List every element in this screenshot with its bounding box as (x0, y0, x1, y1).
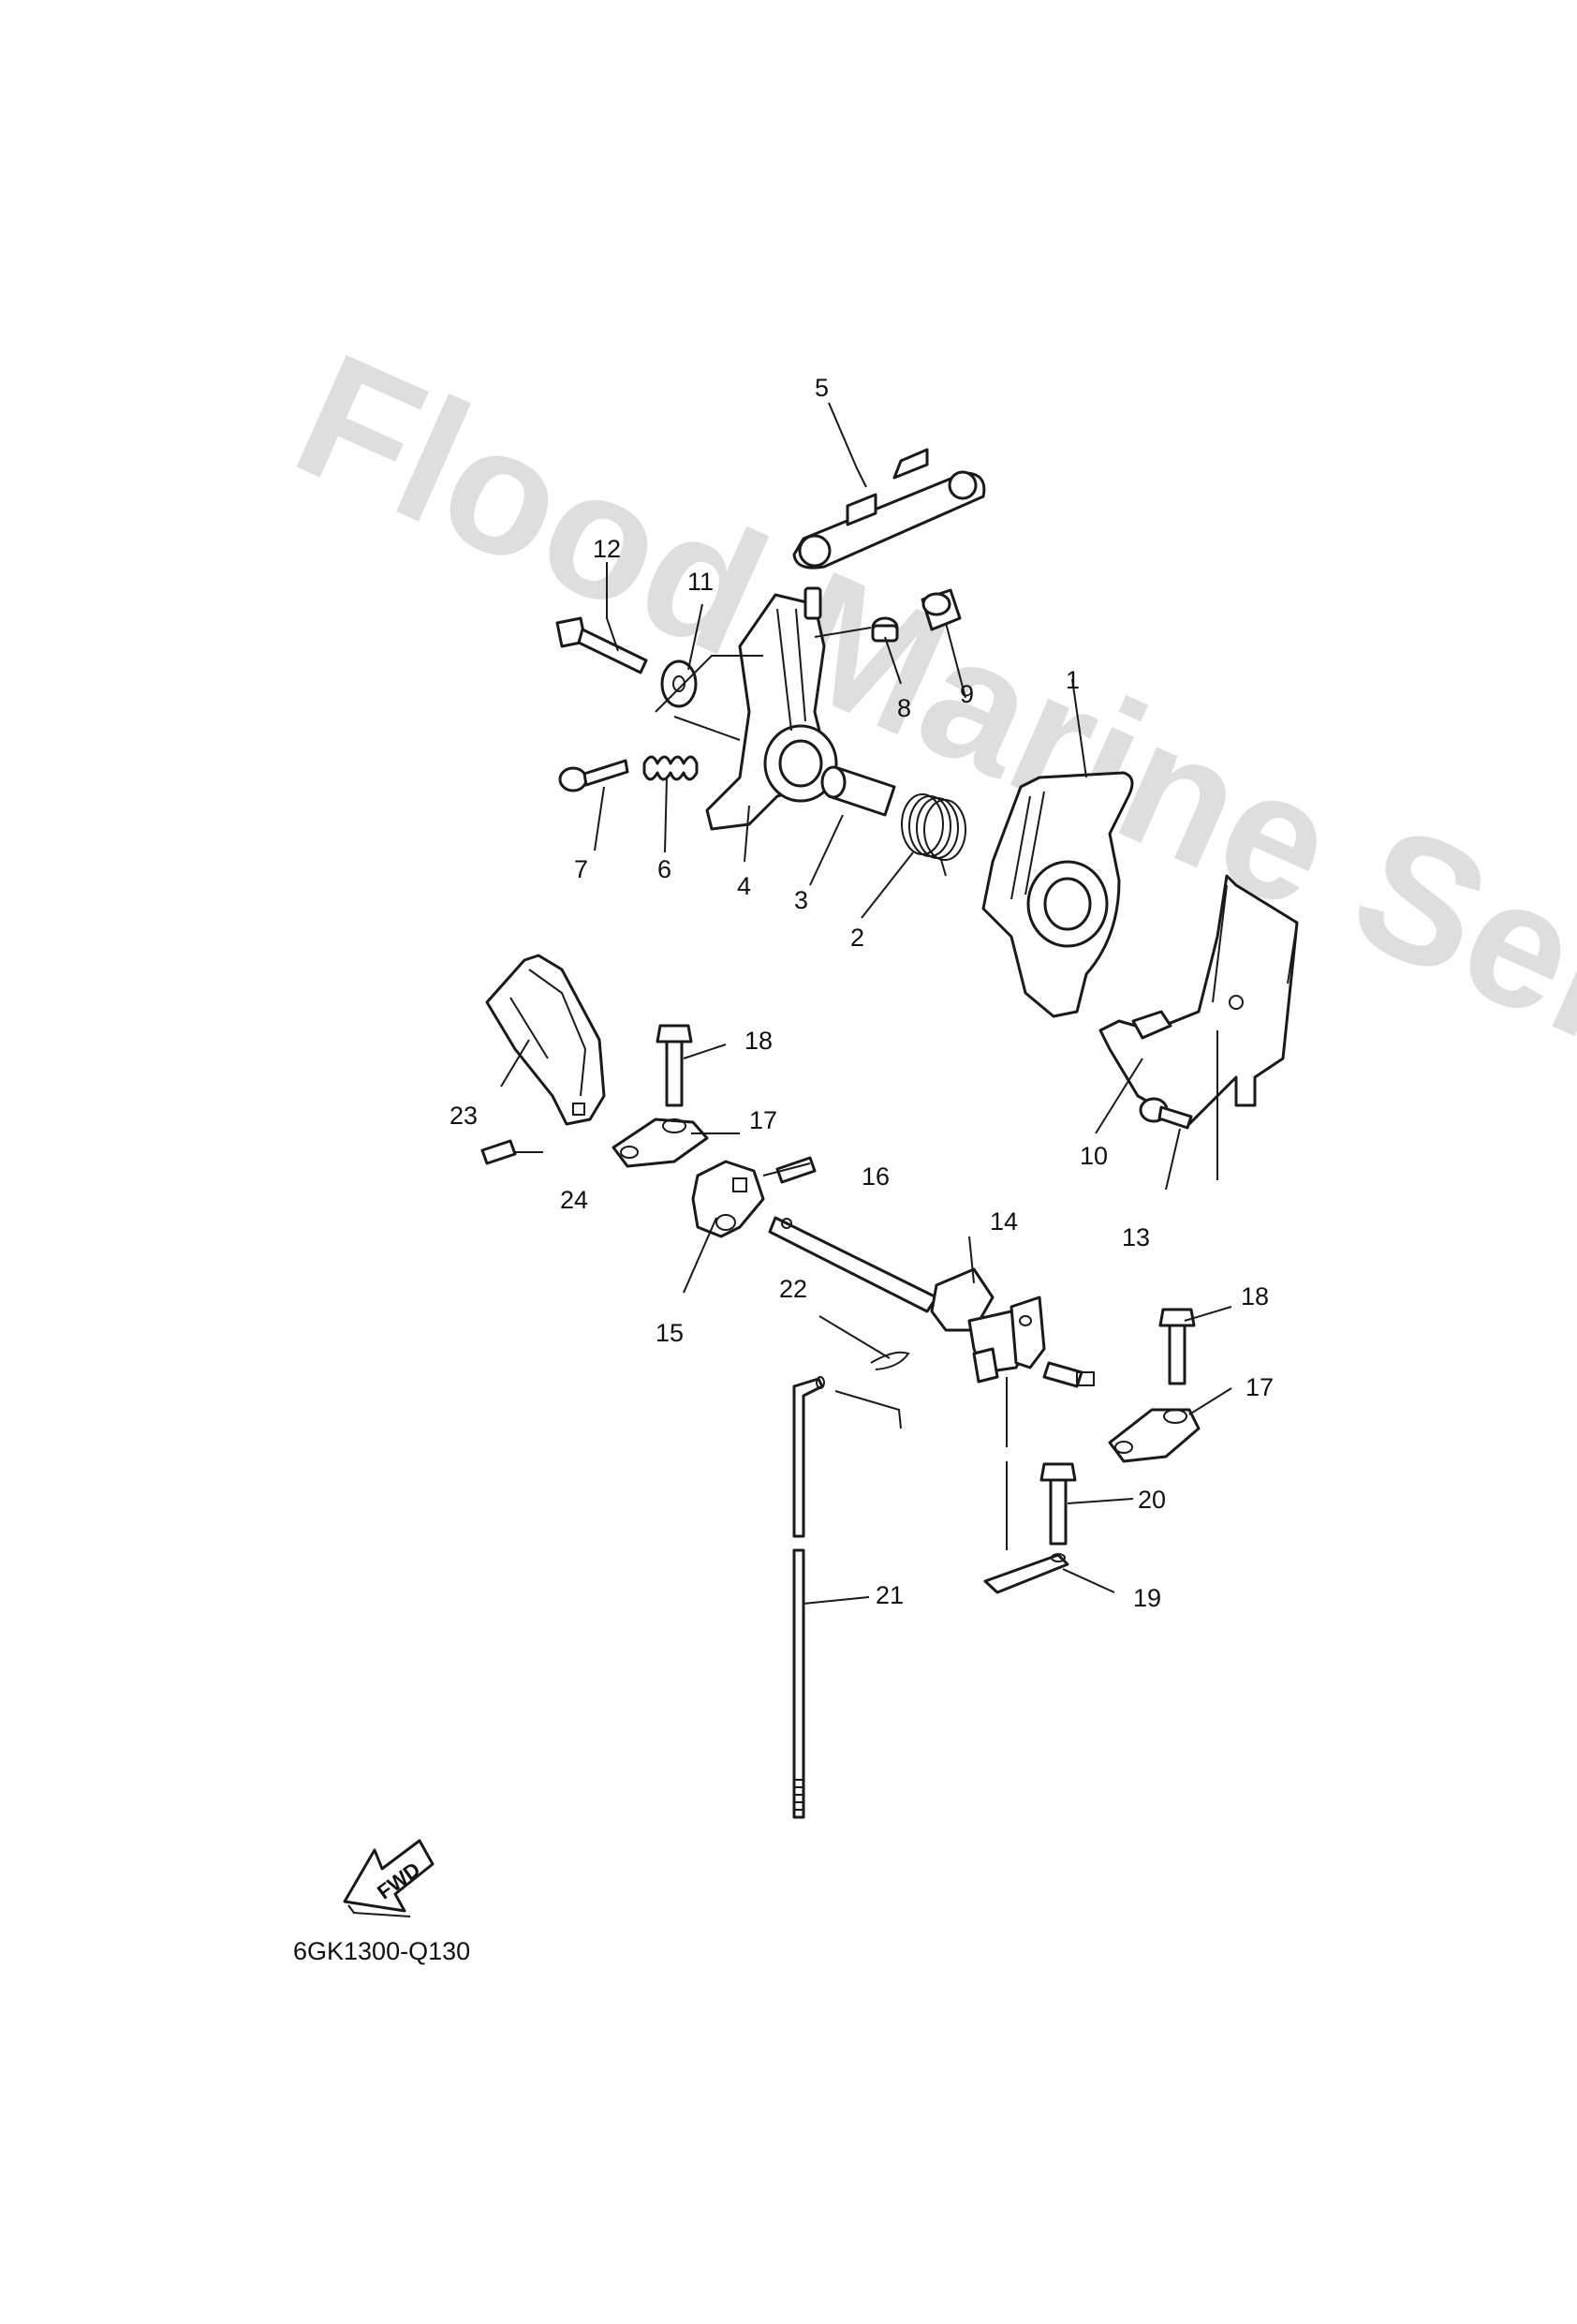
part-19-plate (983, 1553, 1069, 1594)
callout-17-right: 17 (1245, 1373, 1274, 1401)
part-3-sleeve (820, 765, 896, 817)
callout-23: 23 (450, 1102, 478, 1130)
part-18-bolt-right (1158, 1308, 1196, 1385)
part-14-shift-shaft (768, 1216, 1095, 1388)
callout-8: 8 (897, 694, 911, 722)
part-8-collar (871, 616, 899, 643)
part-1-lever-housing (981, 771, 1134, 1018)
callout-11: 11 (687, 568, 714, 596)
part-24-pin (480, 1139, 517, 1165)
part-6-spring (642, 755, 699, 781)
part-21-rod (792, 1376, 825, 1819)
part-23-bracket (485, 954, 606, 1126)
part-17-clamp-right (1108, 1408, 1201, 1463)
callout-1: 1 (1066, 666, 1080, 694)
part-13-bolt (1139, 1097, 1193, 1130)
callout-6: 6 (657, 855, 671, 883)
callout-5: 5 (815, 374, 829, 402)
part-2-torsion-spring (901, 793, 966, 877)
part-11-washer (660, 659, 698, 708)
callout-4: 4 (737, 872, 751, 900)
callout-21: 21 (876, 1581, 904, 1609)
fwd-arrow-icon: FWD (343, 1839, 435, 1917)
callout-16: 16 (862, 1162, 890, 1191)
diagram-code: 6GK1300-Q130 (293, 1937, 470, 1965)
callout-15: 15 (656, 1319, 684, 1347)
part-12-bolt (555, 616, 648, 674)
part-7-screw (558, 759, 629, 792)
part-22-clip (870, 1351, 910, 1370)
leader-lines (500, 402, 1232, 1605)
callout-18-right: 18 (1241, 1282, 1269, 1310)
callout-9: 9 (960, 680, 974, 708)
part-10-bracket (1098, 874, 1299, 1126)
part-18-bolt-left (656, 1024, 693, 1107)
callout-24: 24 (560, 1186, 588, 1214)
part-20-bolt (1039, 1462, 1077, 1546)
callout-13: 13 (1122, 1223, 1150, 1251)
callout-17-left: 17 (749, 1106, 777, 1134)
callout-19: 19 (1133, 1584, 1161, 1612)
callout-22: 22 (779, 1275, 807, 1303)
part-4-throttle-lever (705, 586, 838, 831)
callout-3: 3 (794, 886, 808, 914)
part-15-joint (691, 1160, 765, 1238)
part-5-link-arm (792, 448, 986, 570)
callout-labels: 5 12 11 8 9 1 7 6 4 3 2 23 24 18 17 16 1… (450, 374, 1274, 1612)
callout-14: 14 (990, 1207, 1018, 1236)
callout-7: 7 (574, 855, 588, 883)
callout-2: 2 (850, 924, 864, 952)
part-17-clamp-left (612, 1118, 709, 1168)
part-9-bushing (921, 588, 962, 631)
callout-18-left: 18 (744, 1027, 773, 1055)
callout-10: 10 (1080, 1142, 1108, 1170)
callout-20: 20 (1138, 1486, 1166, 1514)
callout-12: 12 (593, 535, 621, 563)
